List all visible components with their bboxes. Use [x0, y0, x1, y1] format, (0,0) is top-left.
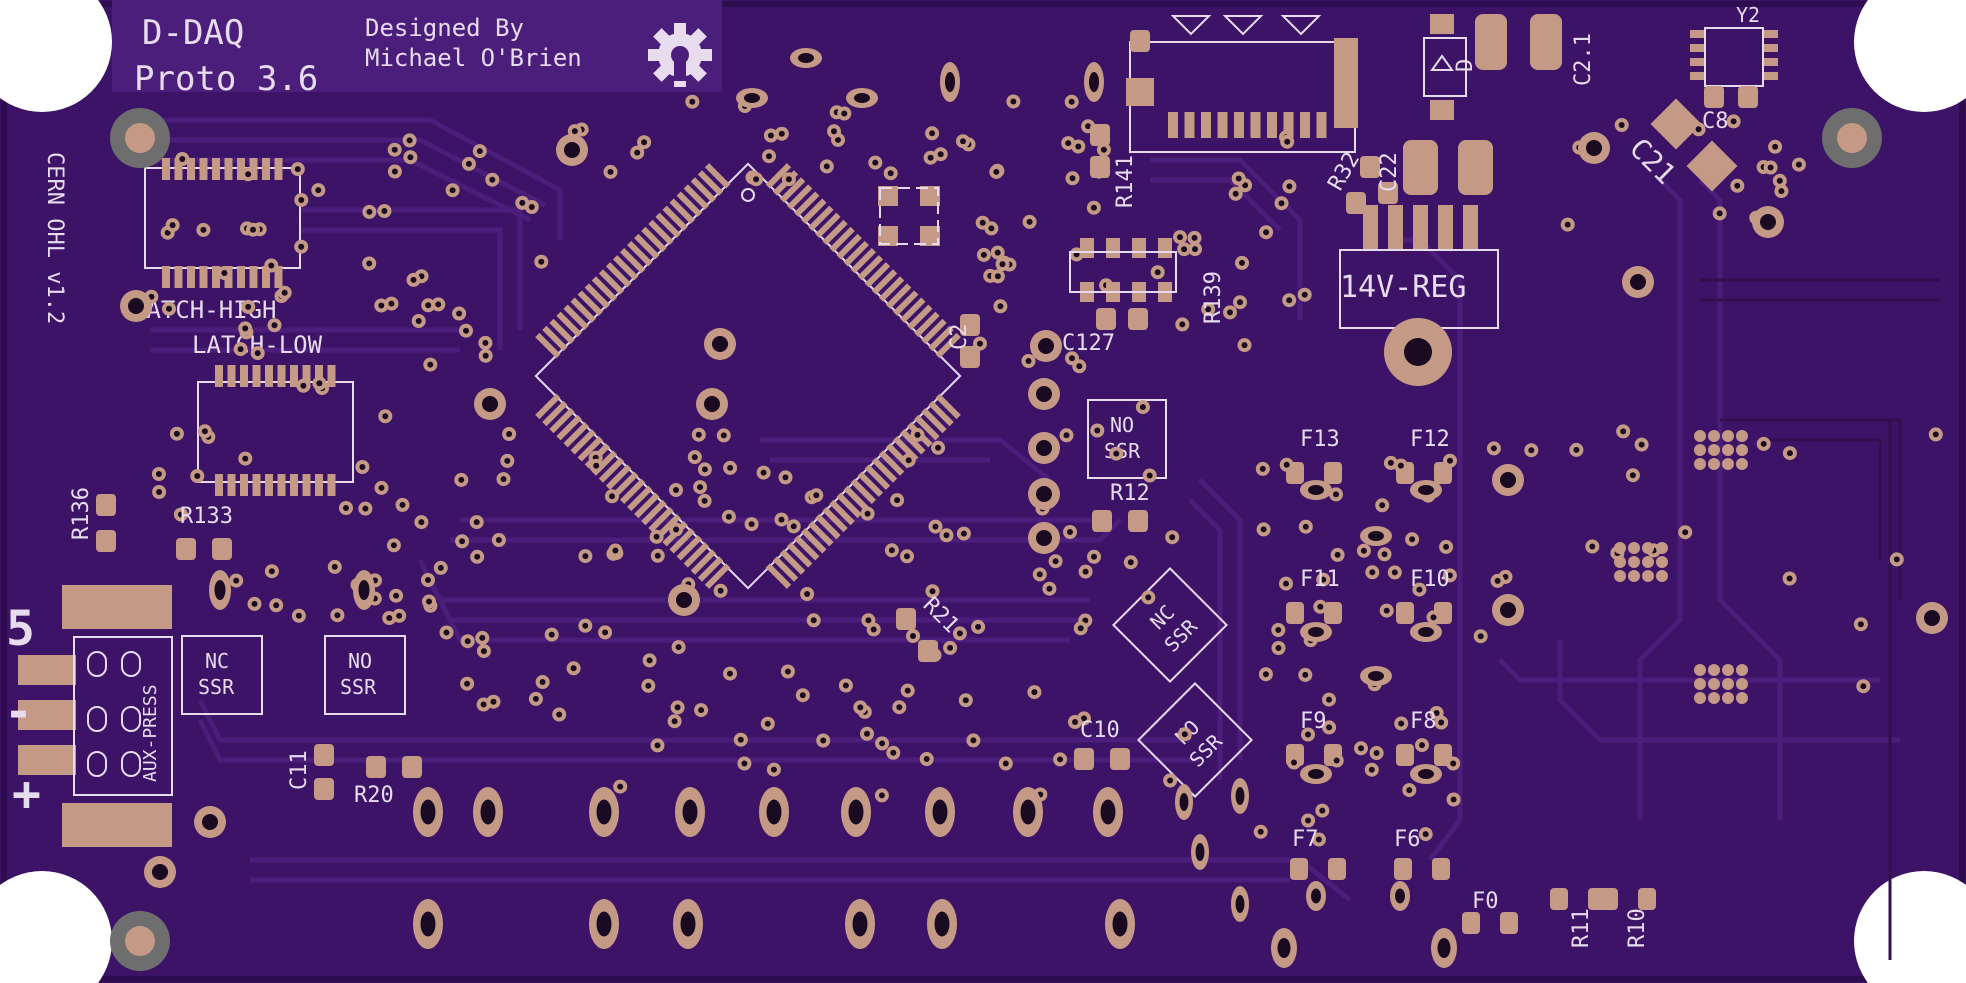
designer-credit-line1: Designed By	[365, 14, 524, 42]
refdes-f9: F9	[1300, 709, 1327, 734]
ssr-no-center-type: NO	[1110, 413, 1134, 437]
refdes-c8: C8	[1702, 109, 1729, 134]
refdes-r141: R141	[1113, 155, 1138, 208]
refdes-c22: C22	[1377, 152, 1402, 192]
mounting-hole-bottom-right	[1854, 871, 1966, 983]
regulator-label: 14V-REG	[1340, 270, 1466, 305]
board-title-line1: D-DAQ	[142, 13, 244, 53]
designer-credit-line2: Michael O'Brien	[365, 44, 582, 72]
refdes-f8: F8	[1410, 709, 1437, 734]
ssr-nc-left-ssr: SSR	[198, 675, 235, 699]
refdes-r139: R139	[1201, 271, 1226, 324]
ssr-no-left-ssr: SSR	[340, 675, 377, 699]
crystal-y2	[1690, 27, 1778, 87]
refdes-c11: C11	[287, 750, 312, 790]
refdes-r20: R20	[354, 783, 394, 808]
refdes-f13: F13	[1300, 427, 1340, 452]
power-connector: AUX-PRESS 5 - +	[4, 585, 173, 847]
mounting-hole-top-left	[0, 0, 112, 112]
refdes-c10: C10	[1080, 718, 1120, 743]
refdes-c2: C2	[947, 324, 972, 351]
refdes-f11: F11	[1300, 567, 1340, 592]
conn-5-label: 5	[6, 601, 35, 657]
refdes-f6: F6	[1394, 827, 1421, 852]
refdes-r11: R11	[1569, 908, 1594, 948]
refdes-c2-1: C2.1	[1571, 33, 1596, 86]
ssr-nc-left: NC SSR	[181, 635, 263, 715]
refdes-d: D	[1453, 59, 1478, 72]
refdes-c127: C127	[1062, 331, 1115, 356]
refdes-r10: R10	[1625, 908, 1650, 948]
mounting-hole-top-right	[1854, 0, 1966, 112]
refdes-r136: R136	[69, 487, 94, 540]
refdes-r133: R133	[180, 504, 233, 529]
refdes-f7: F7	[1292, 827, 1319, 852]
ssr-no-left-type: NO	[348, 649, 372, 673]
regulator-14v: 14V-REG	[1339, 140, 1499, 386]
refdes-f12: F12	[1410, 427, 1450, 452]
refdes-f10: F10	[1410, 567, 1450, 592]
oshw-gear-icon	[648, 23, 712, 87]
refdes-r12: R12	[1110, 481, 1150, 506]
license-text: CERN OHL v1.2	[42, 152, 67, 324]
aux-press-label: AUX-PRESS	[140, 684, 161, 782]
refdes-y2: Y2	[1736, 3, 1760, 27]
ssr-no-left: NO SSR	[324, 635, 406, 715]
mounting-hole-bottom-left	[0, 871, 112, 983]
refdes-f0: F0	[1472, 889, 1499, 914]
ssr-nc-left-type: NC	[205, 649, 229, 673]
header-connector-top	[1126, 15, 1358, 153]
conn-plus-label: +	[12, 766, 41, 822]
conn-minus-label: -	[4, 684, 33, 740]
board-title-line2: Proto 3.6	[134, 59, 318, 99]
